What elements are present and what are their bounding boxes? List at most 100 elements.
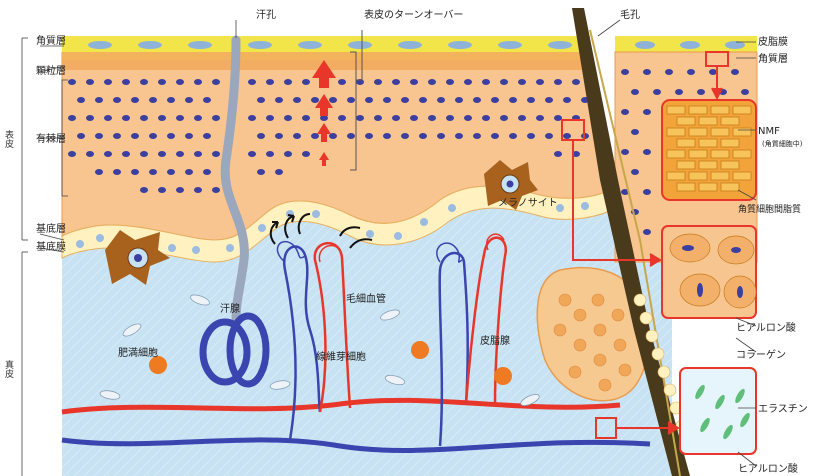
- label-hyaluronic-2: ヒアルロン酸: [738, 462, 798, 475]
- nucleus: [68, 151, 76, 157]
- nucleus: [536, 115, 544, 121]
- corneocyte: [711, 172, 729, 180]
- corneocyte: [667, 172, 685, 180]
- label-mast-cell: 肥満細胞: [118, 346, 158, 359]
- label-dermis: 真皮: [3, 359, 14, 379]
- nucleus: [347, 97, 355, 103]
- nucleus: [284, 151, 292, 157]
- nucleus: [167, 97, 175, 103]
- nucleus: [446, 115, 454, 121]
- nucleus: [675, 89, 683, 95]
- nucleus: [401, 97, 409, 103]
- nucleus: [203, 133, 211, 139]
- nucleus: [302, 115, 310, 121]
- nucleus: [491, 133, 499, 139]
- nucleus: [257, 133, 265, 139]
- nucleus: [140, 151, 148, 157]
- nucleus: [500, 79, 508, 85]
- corneocyte: [733, 172, 751, 180]
- nucleus: [131, 169, 139, 175]
- label-nmf-sub: (角質細胞中): [762, 139, 803, 148]
- nucleus: [176, 151, 184, 157]
- nucleus: [374, 115, 382, 121]
- nucleus: [158, 187, 166, 193]
- label-elastin: エラスチン: [758, 403, 808, 415]
- nucleus: [284, 115, 292, 121]
- nucleus: [95, 133, 103, 139]
- nucleus: [374, 79, 382, 85]
- nucleus: [86, 79, 94, 85]
- hyaluron-callout: [662, 226, 756, 318]
- nucleus: [392, 79, 400, 85]
- nucleus: [464, 115, 472, 121]
- label-sweat-pore: 汗孔: [256, 8, 276, 21]
- basal-nucleus: [420, 218, 428, 226]
- nucleus: [248, 151, 256, 157]
- nucleus: [491, 97, 499, 103]
- nucleus: [104, 151, 112, 157]
- nucleus: [509, 97, 517, 103]
- label-corneum-right: 角質層: [758, 52, 788, 65]
- nucleus: [266, 151, 274, 157]
- nucleus: [266, 115, 274, 121]
- nucleus: [302, 151, 310, 157]
- nucleus: [68, 79, 76, 85]
- nucleus: [194, 115, 202, 121]
- nucleus: [643, 229, 651, 235]
- corneocyte: [721, 117, 739, 125]
- nucleus: [419, 133, 427, 139]
- nucleus: [383, 133, 391, 139]
- corneocyte: [711, 150, 729, 158]
- nucleus: [203, 97, 211, 103]
- label-spinous: 有棘層: [36, 132, 66, 145]
- nucleus: [167, 133, 175, 139]
- nucleus: [311, 97, 319, 103]
- basal-nucleus: [312, 210, 320, 218]
- corneocyte: [677, 183, 695, 191]
- label-sebum-film: 皮脂膜: [758, 35, 788, 48]
- label-hair-pore: 毛孔: [620, 9, 640, 21]
- nucleus: [509, 133, 517, 139]
- label-basal-layer: 基底層: [36, 222, 66, 235]
- nucleus: [293, 97, 301, 103]
- nucleus: [77, 97, 85, 103]
- nucleus: [185, 169, 193, 175]
- nucleus: [338, 79, 346, 85]
- corneocyte: [677, 161, 695, 169]
- nucleus: [104, 115, 112, 121]
- nucleus: [203, 169, 211, 175]
- nucleus: [338, 115, 346, 121]
- nucleus: [621, 69, 629, 75]
- nucleus: [527, 133, 535, 139]
- nucleus: [266, 79, 274, 85]
- nucleus: [104, 79, 112, 85]
- label-sweat-gland: 汗腺: [220, 302, 240, 315]
- nucleus: [500, 115, 508, 121]
- nucleus: [356, 115, 364, 121]
- nucleus: [697, 89, 705, 95]
- nucleus: [631, 169, 639, 175]
- nucleus: [212, 151, 220, 157]
- nucleus: [113, 97, 121, 103]
- nucleus: [248, 115, 256, 121]
- nucleus: [122, 151, 130, 157]
- nucleus: [621, 149, 629, 155]
- nucleus: [86, 115, 94, 121]
- nucleus: [212, 115, 220, 121]
- nucleus: [473, 97, 481, 103]
- corneocyte: [699, 183, 717, 191]
- corneocyte: [699, 161, 717, 169]
- basal-nucleus: [168, 244, 176, 252]
- nucleus: [455, 133, 463, 139]
- basal-nucleus: [258, 224, 266, 232]
- nucleus: [131, 133, 139, 139]
- nucleus: [473, 133, 481, 139]
- nucleus: [709, 69, 717, 75]
- label-collagen: コラーゲン: [736, 349, 786, 361]
- basal-nucleus: [448, 204, 456, 212]
- label-hyaluronic-1: ヒアルロン酸: [736, 321, 796, 334]
- label-granular: 顆粒層: [36, 64, 66, 77]
- nucleus: [248, 79, 256, 85]
